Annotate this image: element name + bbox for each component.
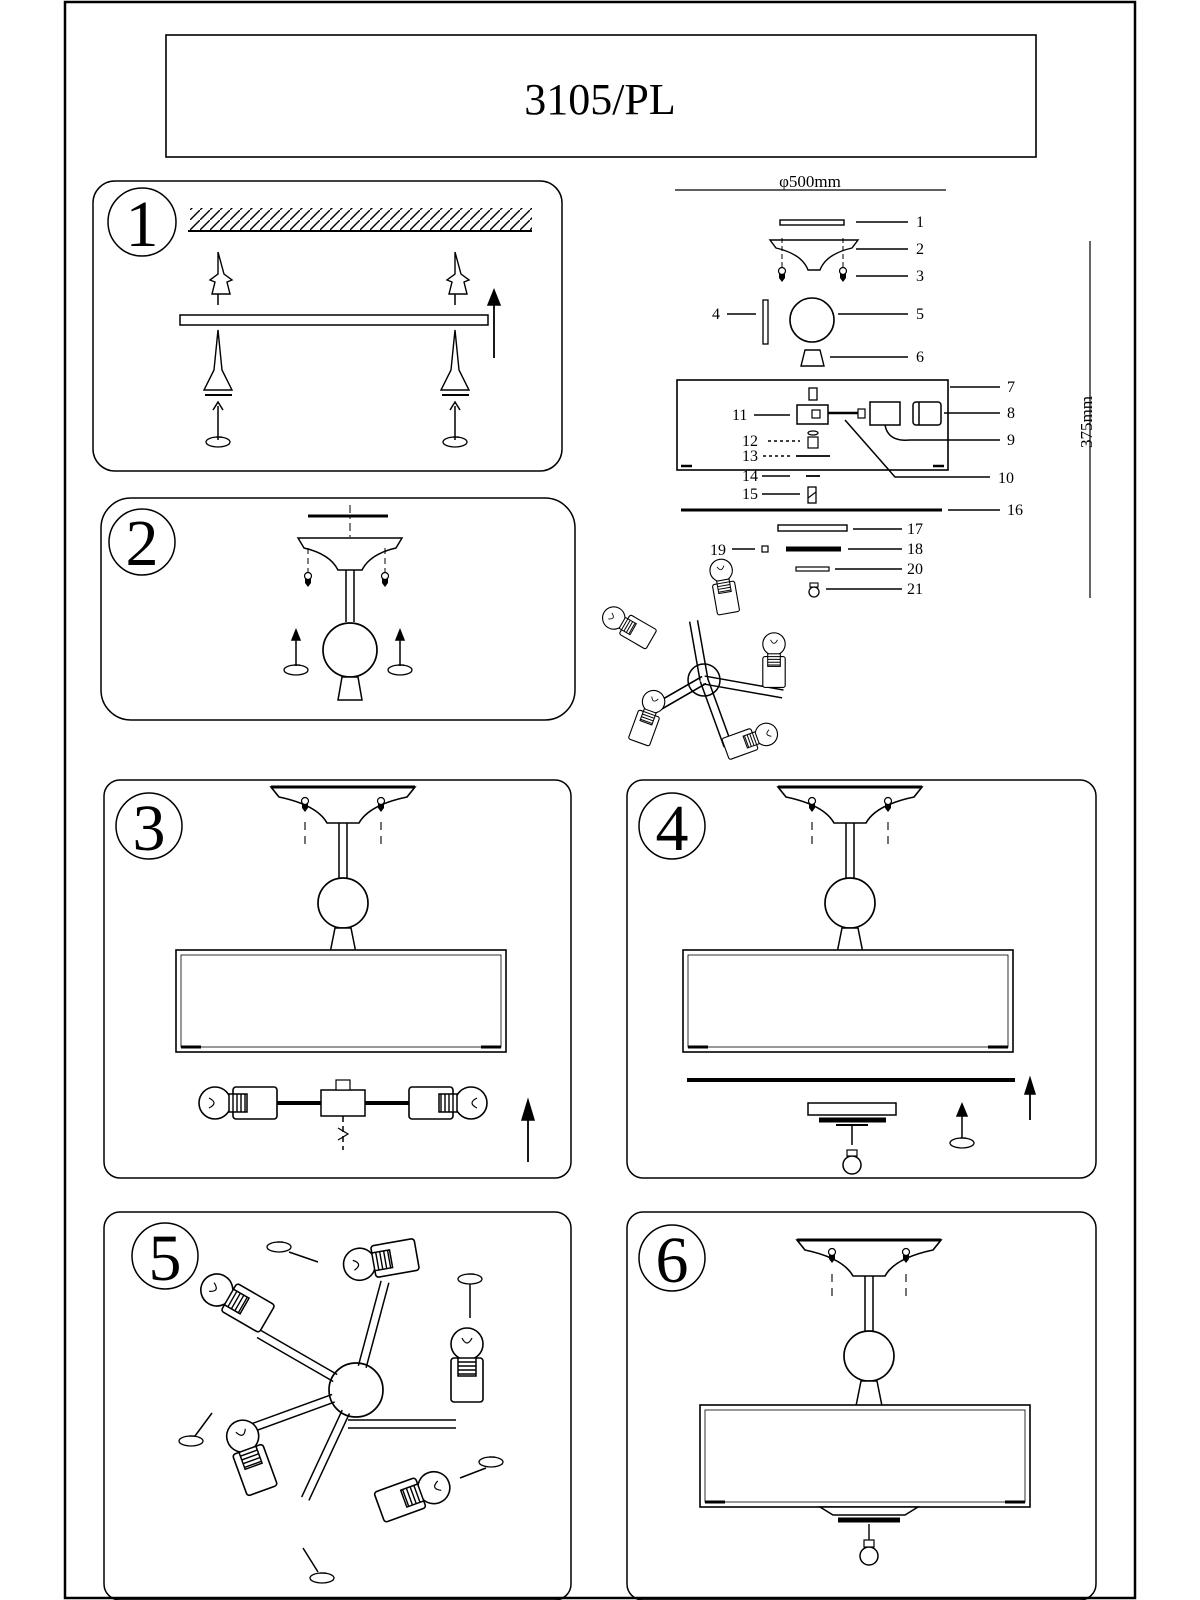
step-5-number: 4 — [656, 792, 689, 865]
arrow-up-icon — [1023, 1075, 1037, 1120]
part-label: 14 — [742, 468, 758, 485]
step-1-panel: 1 — [92, 180, 563, 472]
step-5-panel: 4 — [626, 779, 1097, 1179]
lamp-arm-assembly-small — [597, 556, 786, 761]
part-label: 19 — [710, 542, 726, 559]
part-label: 6 — [916, 349, 924, 366]
part-label: 2 — [916, 241, 924, 258]
part-label: 11 — [732, 407, 747, 424]
part-label: 1 — [916, 214, 924, 231]
screw-icon — [202, 329, 234, 448]
part-label: 20 — [907, 561, 923, 578]
part-label: 8 — [1007, 405, 1015, 422]
screw-icon — [439, 329, 471, 448]
arrow-up-icon — [486, 287, 502, 358]
step-4-panel: 5 — [103, 1211, 572, 1600]
diameter-label: φ500mm — [779, 172, 841, 191]
part-label: 5 — [916, 306, 924, 323]
step-3-number: 3 — [133, 792, 166, 865]
step-3-panel: 3 — [103, 779, 572, 1179]
arrow-up-icon — [520, 1097, 536, 1162]
page-border — [63, 0, 1137, 1600]
part-label: 4 — [712, 306, 720, 323]
exploded-parts-diagram: φ500mm 375mm 1 2 3 4 5 6 — [675, 172, 1096, 598]
part-label: 9 — [1007, 432, 1015, 449]
step-6-number: 6 — [656, 1224, 689, 1297]
title-box — [165, 34, 1037, 158]
wall-plug-icon — [208, 251, 234, 305]
ceiling-hatch — [190, 208, 532, 230]
step-1-number: 1 — [126, 188, 159, 261]
part-label: 7 — [1007, 379, 1015, 396]
part-label: 21 — [907, 581, 923, 598]
part-label: 18 — [907, 541, 923, 558]
step-6-panel: 6 — [626, 1211, 1097, 1600]
part-label: 17 — [907, 521, 923, 538]
step-4-number: 5 — [149, 1222, 182, 1295]
model-title: 3105/PL — [524, 75, 676, 124]
part-label: 15 — [742, 486, 758, 503]
part-label: 10 — [998, 470, 1014, 487]
wall-plug-icon — [445, 251, 471, 305]
part-label: 16 — [1007, 502, 1023, 519]
part-label: 13 — [742, 448, 758, 465]
step-2-number: 2 — [126, 507, 159, 580]
step-2-panel: 2 — [100, 497, 576, 721]
part-label: 12 — [742, 433, 758, 450]
height-label: 375mm — [1077, 396, 1096, 448]
part-label: 3 — [916, 268, 924, 285]
